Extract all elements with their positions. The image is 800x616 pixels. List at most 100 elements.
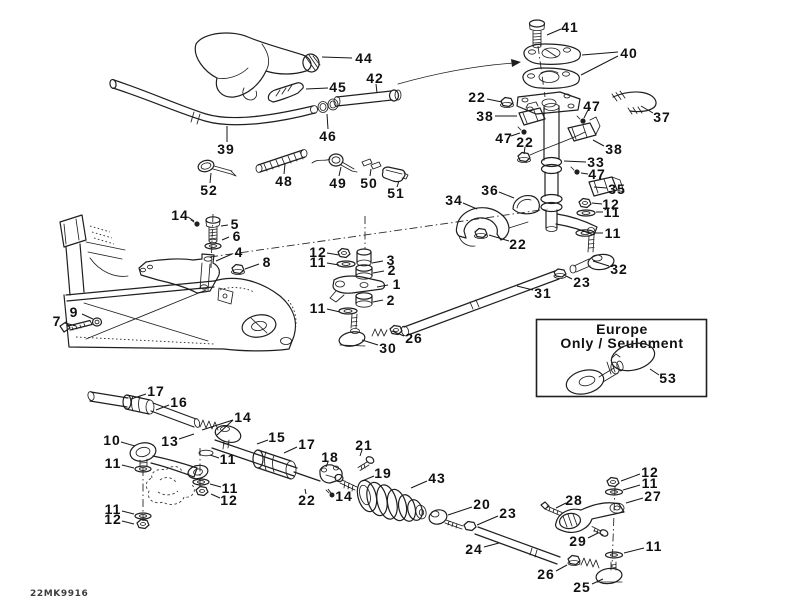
part-ball-end-20 — [428, 509, 464, 530]
callout-1: 1 — [393, 276, 402, 292]
callout-9: 9 — [70, 304, 79, 320]
leader-line — [121, 464, 135, 469]
leader-line — [321, 56, 353, 59]
steering-column-group — [397, 19, 657, 337]
callout-11: 11 — [310, 300, 327, 316]
part-tie-rod-end-25 — [580, 557, 623, 585]
part-flange-nut-22b — [517, 151, 531, 163]
callout-22: 22 — [468, 89, 486, 105]
leader-line — [580, 55, 619, 76]
leader-line — [591, 202, 603, 205]
callout-51: 51 — [387, 185, 405, 201]
callout-11: 11 — [105, 501, 122, 517]
steering-rack-group — [87, 391, 625, 585]
leader-line — [583, 109, 589, 119]
callout-28: 28 — [565, 492, 583, 508]
callout-47: 47 — [583, 98, 601, 114]
part-set-screws — [517, 115, 586, 175]
europe-box-title-line2: Only / Seulement — [560, 335, 683, 351]
part-clamp-18 — [319, 464, 343, 484]
europe-box-group: Europe Only / Seulement — [535, 318, 708, 398]
callout-47: 47 — [588, 166, 606, 182]
part-clamp-block-right — [529, 116, 601, 156]
part-small-clips — [361, 158, 382, 170]
callout-14: 14 — [335, 488, 353, 504]
leader-line — [587, 532, 599, 539]
part-bolt-28 — [540, 501, 563, 516]
part-bushing-2b — [355, 292, 373, 308]
part-bolt-5 — [205, 216, 221, 244]
part-bolt-41 — [528, 19, 546, 49]
part-spring-nut-26a — [371, 324, 403, 337]
callout-22: 22 — [516, 134, 534, 150]
callout-2: 2 — [387, 292, 396, 308]
leader-line — [592, 139, 605, 147]
callout-27: 27 — [644, 488, 662, 504]
leader-line — [220, 224, 229, 227]
leader-line — [498, 191, 515, 199]
part-washer-11c — [575, 229, 595, 237]
europe-box-frame — [535, 318, 708, 398]
callout-23: 23 — [573, 274, 591, 290]
part-washer-11b — [576, 209, 596, 217]
leader-line — [326, 262, 340, 266]
leader-line — [359, 449, 363, 457]
leader-line — [215, 253, 233, 262]
handlebar-group — [109, 32, 409, 183]
leader-line — [326, 113, 329, 130]
callout-12: 12 — [309, 244, 327, 260]
leader-line — [209, 454, 220, 459]
leader-line — [649, 368, 660, 376]
leader-line — [327, 488, 332, 494]
ghost-mount-bracket — [145, 466, 195, 505]
leader-line — [221, 236, 230, 241]
leader-line — [462, 202, 478, 210]
callout-11: 11 — [310, 254, 327, 270]
callout-45: 45 — [329, 79, 347, 95]
callout-25: 25 — [573, 579, 591, 595]
callout-11: 11 — [605, 225, 622, 241]
callout-11: 11 — [604, 204, 621, 220]
callout-3: 3 — [387, 252, 396, 268]
leader-line — [555, 564, 568, 572]
callout-52: 52 — [200, 182, 218, 198]
part-flange-nut-26b — [567, 554, 581, 566]
leader-line — [244, 263, 260, 270]
callout-23: 23 — [499, 505, 517, 521]
callout-12: 12 — [641, 464, 659, 480]
leader-line — [555, 502, 567, 509]
leader-line — [325, 461, 329, 468]
leader-line — [304, 488, 307, 495]
part-europe-damper-53 — [565, 342, 656, 395]
callout-36: 36 — [481, 182, 499, 198]
callout-22: 22 — [298, 492, 316, 508]
callout-49: 49 — [329, 175, 347, 191]
frame-sketch — [59, 214, 297, 352]
leader-line — [640, 105, 654, 114]
leader-line — [510, 132, 521, 137]
part-nut-12b — [337, 247, 351, 259]
leader-line — [155, 404, 170, 411]
callout-37: 37 — [653, 109, 671, 125]
leader-line — [391, 330, 405, 337]
leader-line — [488, 234, 510, 242]
leader-line — [372, 299, 384, 303]
callout-47: 47 — [495, 130, 513, 146]
leader-line — [256, 439, 269, 445]
part-steering-column — [540, 103, 598, 236]
part-bushing-2a — [355, 264, 373, 280]
leader-line — [210, 493, 221, 499]
leader-line — [592, 260, 610, 267]
callout-22: 22 — [509, 236, 527, 252]
callout-4: 4 — [235, 244, 244, 260]
frame-group — [59, 214, 297, 352]
part-adjuster-13 — [198, 419, 242, 457]
part-handlebar-pad — [194, 32, 321, 101]
part-set-screw-14a — [190, 219, 200, 227]
leader-line — [209, 483, 222, 488]
leader-line — [326, 252, 340, 256]
leader-line — [338, 166, 342, 177]
callout-29: 29 — [569, 533, 587, 549]
